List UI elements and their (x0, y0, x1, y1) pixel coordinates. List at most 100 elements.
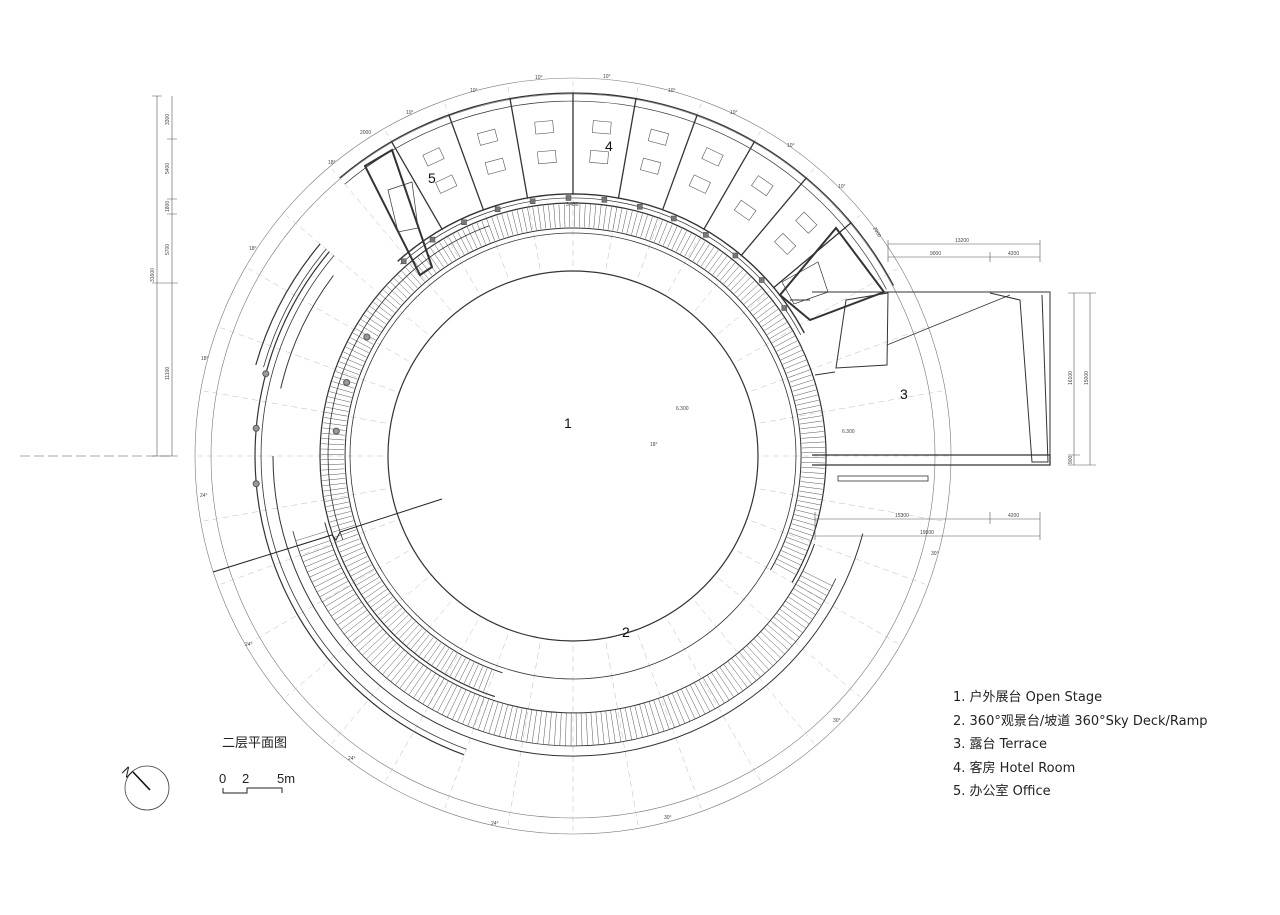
ramp-hatch (801, 476, 825, 480)
ramp-hatch (409, 263, 425, 282)
column (732, 252, 739, 259)
ramp-hatch (654, 220, 663, 242)
lower-ramp-hatch (319, 580, 349, 598)
ramp-hatch (356, 573, 377, 586)
ramp-hatch (468, 664, 479, 686)
outer-wall-inner (260, 255, 467, 750)
ramp-hatch (800, 431, 824, 434)
ramp-hatch (338, 538, 360, 548)
lower-ramp-hatch (644, 702, 654, 735)
ramp-hatch (476, 222, 486, 245)
lower-ramp-hatch (658, 698, 670, 730)
ramp-hatch (737, 280, 755, 298)
dim-room-width-b: 2000 (871, 226, 882, 239)
lower-ramp-hatch (358, 628, 384, 652)
ramp-hatch (321, 473, 345, 476)
lower-ramp-hatch (680, 688, 696, 720)
lower-ramp-inner-edge (292, 530, 837, 747)
ramp-hatch (696, 244, 710, 264)
lower-ramp-hatch (689, 684, 706, 715)
ramp-hatch (791, 379, 814, 388)
hotel-ring-outer-inner (344, 100, 887, 290)
room-furniture (774, 232, 797, 255)
room-furniture (795, 211, 818, 234)
lower-ramp-hatch (715, 669, 735, 698)
ramp-hatch (321, 438, 345, 441)
lower-ramp-hatch (795, 583, 825, 601)
ramp-hatch (391, 614, 409, 632)
terrace-block (790, 291, 1051, 482)
ramp-hatch (700, 246, 715, 267)
ramp-hatch (662, 224, 673, 246)
ramp-hatch (321, 432, 345, 436)
ramp-hatch (324, 411, 348, 417)
legend-item-sky-deck: 2. 360°观景台/坡道 360°Sky Deck/Ramp (953, 713, 1208, 729)
ramp-hatch (784, 359, 807, 369)
ramp-hatch (800, 425, 824, 430)
lower-ramp-hatch (685, 686, 701, 717)
ramp-hatch (579, 204, 581, 228)
lower-ramp-hatch (723, 664, 744, 692)
lower-ramp-hatch (785, 600, 813, 620)
outer-wall (254, 251, 465, 756)
lower-ramp-hatch (585, 712, 588, 746)
ramp-hatch (645, 216, 653, 239)
ramp-hatch (787, 537, 809, 546)
ramp-hatch (395, 618, 412, 635)
lower-ramp-hatch (610, 710, 616, 743)
column (637, 204, 643, 210)
ramp-hatch (457, 231, 469, 253)
dim-angle-3: 10° (535, 75, 543, 81)
ramp-hatch (445, 653, 458, 674)
ramp-hatch (462, 229, 473, 251)
ramp-hatch (401, 270, 418, 289)
ramp-hatch (430, 247, 444, 268)
open-stage-circle (387, 270, 759, 642)
lower-ramp-hatch (776, 612, 803, 634)
ramp-hatch (348, 560, 370, 572)
room-partition (617, 98, 637, 199)
lower-ramp-hatch (782, 604, 810, 625)
column (529, 198, 536, 204)
scale-mark-0: 0 (219, 771, 226, 786)
lower-ramp-hatch (366, 635, 390, 660)
dim-angle-10: 18° (249, 246, 257, 252)
ramp-hatch (481, 221, 491, 243)
ramp-hatch (542, 205, 547, 229)
ramp-hatch (325, 497, 348, 502)
lower-ramp-hatch (457, 691, 471, 722)
room-furniture (647, 128, 670, 146)
lower-ramp-hatch (351, 621, 377, 643)
ramp-hatch (342, 547, 364, 558)
ramp-hatch (563, 204, 566, 228)
ramp-hatch (383, 289, 401, 306)
label-open-stage: 1 (564, 415, 572, 431)
ramp-hatch (336, 534, 358, 543)
ramp-hatch (522, 209, 528, 232)
ramp-hatch (626, 211, 633, 234)
ramp-hatch (553, 204, 556, 228)
scale-bar: 0 2 5m (219, 771, 295, 794)
dim-seg-2: 5400 (165, 163, 171, 174)
room-furniture (476, 128, 499, 146)
lower-ramp-hatch (413, 670, 432, 699)
dim-angle-15: 24° (491, 821, 499, 827)
ramp-hatch (440, 650, 454, 671)
ramp-hatch (796, 504, 820, 511)
ramp-hatch (598, 205, 602, 229)
ramp-hatch (390, 282, 408, 299)
ramp-hatch (350, 337, 371, 349)
dim-terrace-top-total: 13200 (955, 238, 969, 244)
ramp-hatch (449, 655, 462, 677)
lower-ramp-hatch (399, 661, 420, 689)
lower-ramp-hatch (770, 620, 796, 642)
ramp-hatch (788, 532, 811, 541)
dim-angle-5: 10° (668, 88, 676, 94)
ramp-hatch (394, 278, 411, 295)
ramp-hatch (537, 206, 542, 230)
ramp-hatch (631, 212, 638, 235)
lower-ramp-hatch (307, 558, 338, 573)
ramp-hatch (799, 490, 823, 495)
room-partition (661, 114, 698, 211)
